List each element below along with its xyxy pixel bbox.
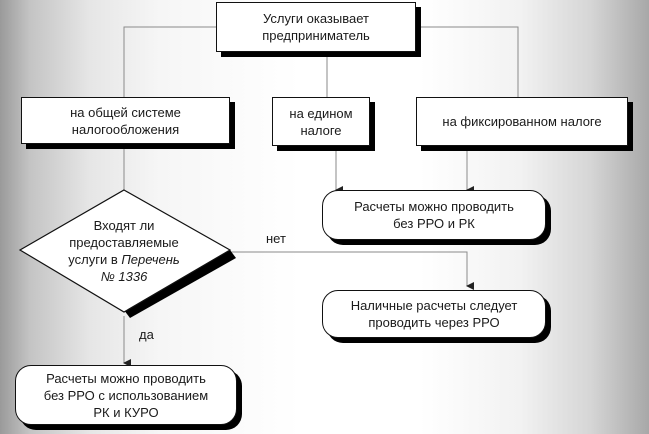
branch-single-box: на едином налоге [272, 97, 370, 146]
outcome2-line1: Наличные расчеты следует [350, 298, 518, 313]
decision-diamond [18, 189, 232, 313]
branch-fixed-text: на фиксированном налоге [442, 114, 602, 129]
branch-single-line2: налоге [300, 122, 342, 138]
decision-line4-italic: № 1336 [100, 269, 148, 284]
decision-line3-plain: услуги в [68, 252, 122, 267]
outcome-no-rro-no-rk: Расчеты можно проводить без РРО и РК [322, 190, 546, 240]
root-text-line1: Услуги оказывает [263, 11, 369, 26]
outcome1-line1: Расчеты можно проводить [354, 199, 514, 214]
outcome3-line3: РК и КУРО [93, 404, 159, 420]
decision-line3-italic: Перечень [121, 252, 180, 267]
branch-fixed-box: на фиксированном налоге [416, 97, 628, 146]
root-text-line2: предприниматель [262, 28, 370, 43]
root-to-fixed-line [416, 26, 519, 97]
decision-line2: предоставляемые [69, 235, 179, 250]
root-to-general-line [123, 26, 216, 97]
branch-general-box: на общей системе налогообложения [21, 97, 230, 144]
edge-label-no: нет [266, 231, 286, 246]
decision-text: Входят ли предоставляемые услуги в Переч… [52, 217, 196, 285]
decision-no-line [230, 251, 474, 290]
outcome3-line2: без РРО с использованием [43, 387, 209, 403]
outcome2-line2: проводить через РРО [368, 315, 500, 330]
root-box: Услуги оказывает предприниматель [216, 2, 416, 52]
outcome-no-rro-with-rk: Расчеты можно проводить без РРО с исполь… [15, 365, 237, 425]
edge-label-yes: да [139, 327, 154, 342]
outcome3-line1: Расчеты можно проводить [46, 370, 206, 386]
branch-general-line1: на общей системе [70, 104, 181, 120]
branch-single-line1: на едином [289, 105, 353, 121]
outcome-cash-via-rro: Наличные расчеты следует проводить через… [322, 290, 546, 338]
decision-line1: Входят ли [93, 218, 155, 233]
branch-general-line2: налогообложения [71, 121, 180, 137]
outcome1-line2: без РРО и РК [393, 216, 475, 231]
decision-diamond-shadow [124, 250, 236, 318]
